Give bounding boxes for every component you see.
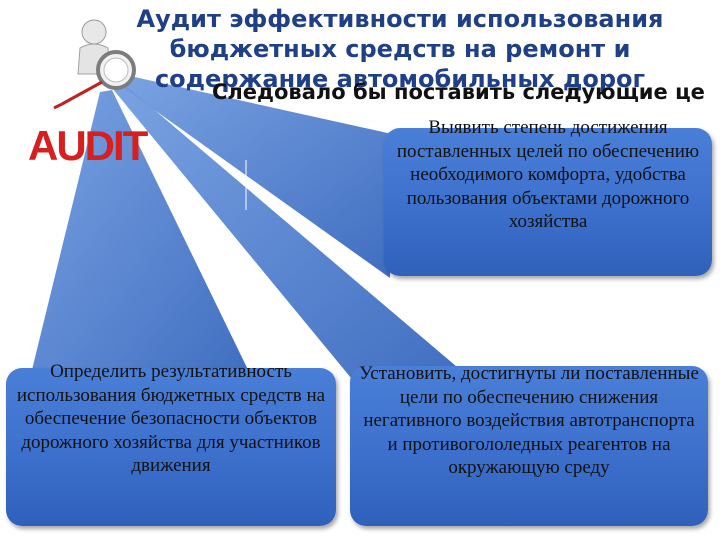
goal-box-text: Определить результативность использовани… — [16, 361, 326, 476]
audit-logo: AUDIT — [28, 122, 151, 168]
ray-to-box3 — [112, 84, 470, 384]
page-title: Аудит эффективности использования бюджет… — [130, 4, 670, 94]
magnifier-man-icon — [53, 19, 136, 110]
goal-box-comfort: Выявить степень достижения поставленных … — [384, 117, 712, 276]
goal-box-environment: Установить, достигнуты ли поставленные ц… — [350, 363, 708, 526]
goal-box-text: Установить, достигнуты ли поставленные ц… — [359, 363, 699, 478]
ray-to-box1 — [118, 76, 392, 278]
goal-box-safety: Определить результативность использовани… — [6, 361, 336, 526]
goal-box-text: Выявить степень достижения поставленных … — [396, 117, 700, 232]
title-line: бюджетных средств на ремонт и — [169, 35, 631, 63]
subtitle: Следовало бы поставить следующие це — [212, 80, 705, 104]
svg-text:AUDIT: AUDIT — [28, 122, 149, 168]
ray-to-box2 — [30, 90, 252, 378]
title-line: Аудит эффективности использования — [136, 5, 664, 33]
title-line: содержание автомобильных дорог — [154, 65, 646, 93]
